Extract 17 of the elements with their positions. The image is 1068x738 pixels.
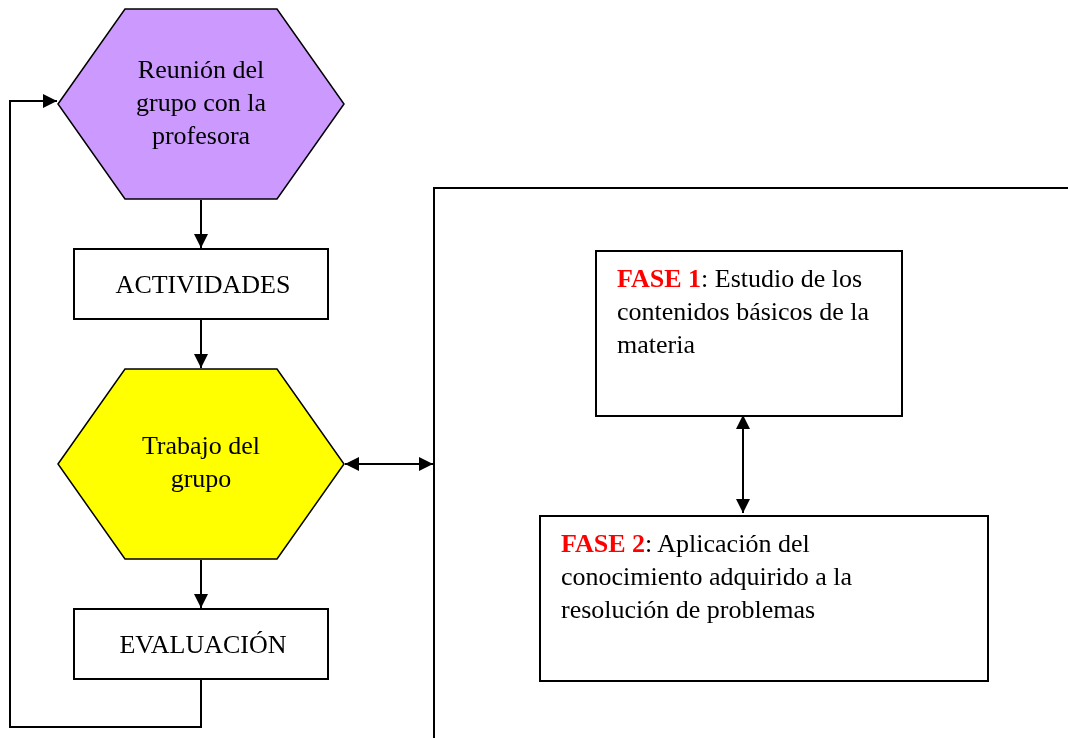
node-text: Reunión del grupo con la profesora — [135, 53, 267, 152]
arrow — [194, 199, 208, 249]
node-text: FASE 1: Estudio de los contenidos básicos de la materia — [617, 263, 870, 361]
node-text: ACTIVIDADES — [114, 268, 292, 301]
arrow — [736, 414, 750, 514]
arrow — [9, 94, 202, 728]
node-text: FASE 2: Aplicación del conocimiento adquirido a la resolución de problemas — [561, 528, 853, 626]
process-box — [73, 248, 329, 320]
arrow — [344, 457, 434, 471]
phase-frame — [433, 187, 1068, 738]
process-box — [73, 608, 329, 680]
phase-box — [595, 250, 903, 417]
node-text: Trabajo del grupo — [140, 430, 262, 495]
node-text: EVALUACIÓN — [118, 628, 288, 661]
phase-box — [539, 515, 989, 682]
arrow — [194, 559, 208, 609]
arrow — [194, 319, 208, 369]
